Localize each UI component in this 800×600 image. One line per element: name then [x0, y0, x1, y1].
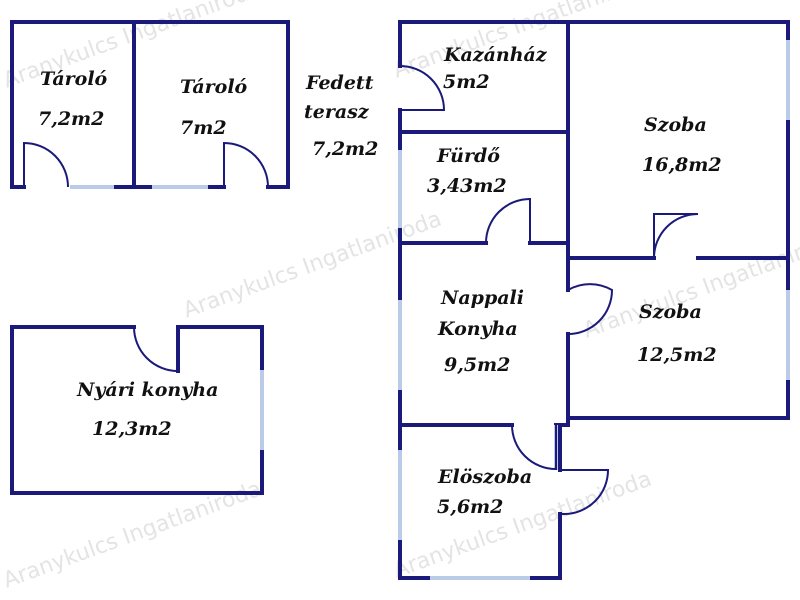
room-label-hallway: Elöszoba	[438, 466, 533, 488]
room-area-storage-1: 7,2m2	[38, 108, 105, 130]
room-label-summer-kitchen: Nyári konyha	[77, 379, 219, 401]
room-area-living-kitchen: 9,5m2	[444, 354, 511, 376]
summer-kitchen-door	[133, 326, 179, 372]
room-label-storage-2: Tároló	[180, 76, 248, 98]
room-label-bedroom-2: Szoba	[639, 301, 702, 323]
room-label-living-kitchen-2: Konyha	[438, 318, 518, 340]
house-doors	[399, 65, 699, 515]
room-area-bedroom-1: 16,8m2	[642, 154, 722, 176]
room-label-terrace: Fedett	[306, 72, 374, 94]
room-area-hallway: 5,6m2	[437, 496, 504, 518]
room-label-boiler-room: Kazánház	[444, 44, 547, 66]
room-label-bathroom: Fürdő	[437, 145, 500, 167]
room-area-bedroom-2: 12,5m2	[637, 344, 717, 366]
room-area-bathroom: 3,43m2	[427, 175, 507, 197]
room-area-boiler-room: 5m2	[443, 71, 490, 93]
storage-doors	[23, 141, 269, 188]
summer-kitchen-walls	[10, 325, 264, 495]
room-label-living-kitchen: Nappali	[441, 287, 524, 309]
room-label-storage-1: Tároló	[40, 68, 108, 90]
storage-block-walls	[10, 20, 290, 189]
room-label-terrace-2: terasz	[304, 101, 369, 123]
room-area-storage-2: 7m2	[180, 117, 227, 139]
room-area-terrace: 7,2m2	[312, 138, 379, 160]
room-label-bedroom-1: Szoba	[644, 114, 707, 136]
room-area-summer-kitchen: 12,3m2	[92, 418, 172, 440]
